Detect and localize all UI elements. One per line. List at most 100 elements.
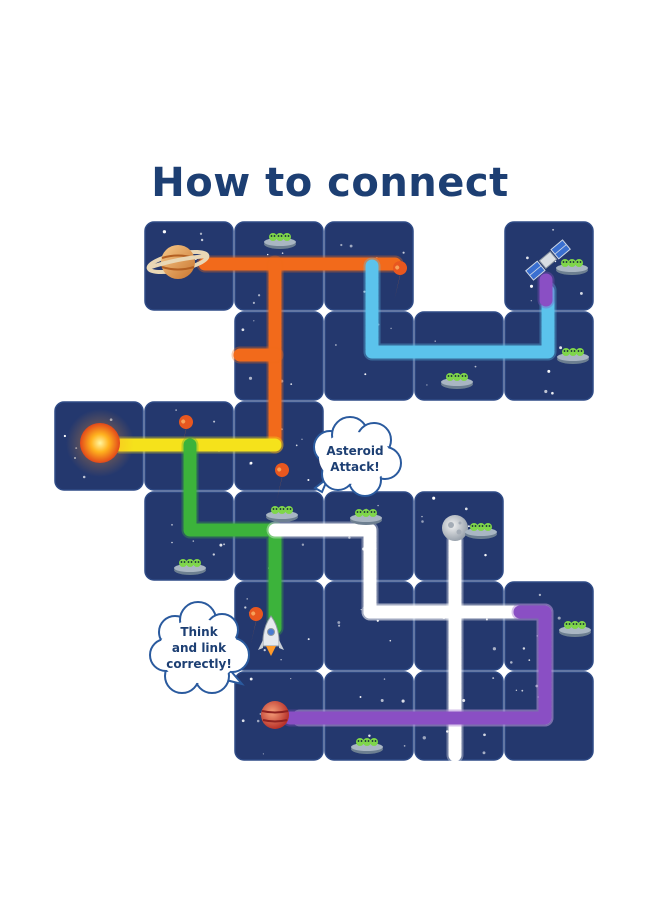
star	[301, 543, 305, 546]
star	[538, 593, 542, 597]
purple-trail	[283, 605, 552, 725]
star	[421, 515, 423, 518]
star	[483, 733, 486, 737]
star	[82, 475, 86, 479]
rocket-icon	[258, 615, 284, 656]
star	[307, 478, 310, 482]
star	[301, 438, 303, 440]
star	[363, 290, 366, 293]
star	[445, 730, 449, 733]
alien-ufo-icon	[350, 509, 382, 525]
star	[192, 540, 195, 542]
star	[241, 719, 245, 723]
star	[403, 745, 406, 747]
star	[290, 677, 292, 680]
star	[175, 409, 177, 411]
star	[535, 684, 539, 688]
star	[263, 648, 266, 652]
star	[262, 753, 265, 755]
star	[579, 291, 583, 295]
alien-ufo-icon	[557, 348, 589, 364]
star	[484, 553, 487, 557]
star	[213, 420, 216, 423]
star	[368, 734, 371, 737]
star	[559, 346, 563, 350]
star	[359, 696, 362, 698]
star	[510, 661, 513, 664]
alien-ufo-icon	[351, 738, 383, 754]
speech-bubble-asteroid-attack: Asteroid Attack!	[313, 416, 402, 497]
star	[281, 252, 284, 254]
star	[432, 496, 436, 500]
speech-bubble-think-and-link: Think and link correctly!	[149, 601, 250, 694]
star	[522, 647, 526, 650]
moon-icon	[442, 515, 468, 541]
star	[390, 327, 392, 330]
mars-planet-icon	[261, 701, 289, 729]
star	[249, 677, 253, 681]
star	[492, 677, 495, 680]
star	[349, 244, 353, 248]
star	[421, 520, 424, 523]
blue-trail	[365, 259, 555, 359]
star	[337, 621, 341, 624]
star	[223, 543, 226, 546]
star	[402, 251, 405, 254]
alien-ufo-icon	[266, 506, 298, 522]
star	[422, 736, 426, 740]
tile-grid	[54, 221, 594, 761]
star	[389, 639, 392, 642]
star	[376, 619, 379, 622]
star	[474, 365, 477, 368]
bubble-line: Attack!	[330, 460, 379, 474]
star	[552, 228, 555, 231]
star-field	[63, 228, 583, 755]
satellite-icon	[525, 239, 571, 281]
star	[267, 253, 269, 256]
star	[526, 256, 529, 260]
bubble-line: Think	[180, 625, 218, 639]
star	[241, 328, 245, 332]
star	[162, 230, 167, 234]
star	[257, 294, 261, 297]
star	[256, 719, 260, 723]
bubble-line: Asteroid	[326, 444, 383, 458]
saturn-planet-icon	[146, 245, 210, 279]
alien-ufo-icon	[559, 621, 591, 637]
alien-ufo-icon	[441, 373, 473, 389]
star	[383, 678, 386, 680]
star	[529, 284, 534, 288]
star	[536, 635, 538, 637]
star	[467, 525, 470, 528]
star	[485, 618, 488, 621]
alien-ufo-icon	[174, 559, 206, 575]
star	[348, 536, 351, 539]
star	[530, 300, 532, 302]
star	[252, 301, 255, 304]
alien-ufo-icon	[264, 233, 296, 249]
alien-ufo-icon	[465, 523, 497, 539]
page-title: How to connect	[151, 160, 509, 206]
star	[307, 638, 310, 641]
star	[340, 243, 343, 247]
star	[380, 699, 384, 702]
star	[335, 344, 337, 346]
star	[492, 647, 497, 651]
star	[544, 389, 548, 394]
star	[434, 340, 436, 342]
star	[171, 541, 173, 544]
star	[557, 616, 561, 620]
star	[521, 689, 524, 692]
star	[253, 320, 255, 322]
star	[171, 523, 173, 526]
connection-paths	[111, 255, 557, 764]
star	[295, 444, 298, 447]
star	[464, 507, 468, 511]
star	[377, 504, 379, 507]
star	[200, 238, 204, 242]
star	[244, 606, 247, 609]
green-trail	[183, 438, 282, 635]
bubble-line: correctly!	[166, 657, 232, 671]
star	[246, 598, 248, 600]
